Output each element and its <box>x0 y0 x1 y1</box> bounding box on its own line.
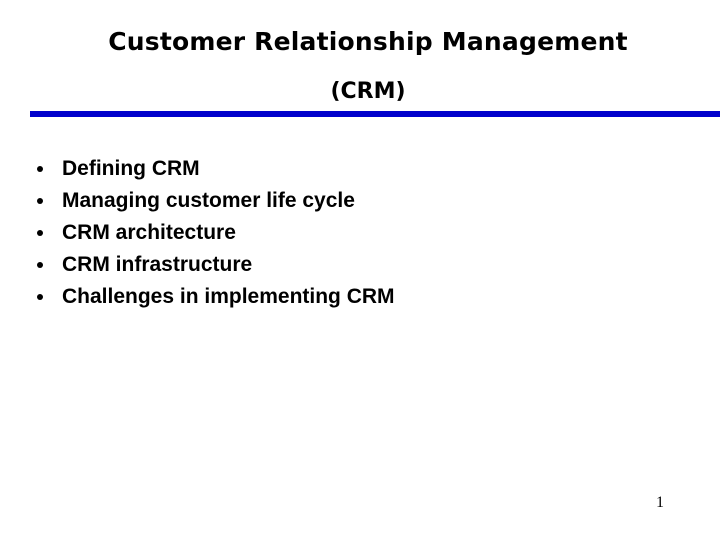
page-subtitle: (CRM) <box>330 79 406 104</box>
list-item: CRM architecture <box>34 217 694 249</box>
title-divider-rule <box>30 111 720 117</box>
bullet-dot-icon <box>37 230 43 236</box>
list-item: Defining CRM <box>34 153 694 185</box>
list-item: CRM infrastructure <box>34 249 694 281</box>
title-block: Customer Relationship Management (CRM) <box>30 26 706 107</box>
page-title: Customer Relationship Management <box>108 27 628 56</box>
page-number: 1 <box>656 494 664 511</box>
bullet-dot-icon <box>37 166 43 172</box>
list-item: Managing customer life cycle <box>34 185 694 217</box>
list-item-label: CRM infrastructure <box>62 253 253 276</box>
bullet-dot-icon <box>37 262 43 268</box>
list-item: Challenges in implementing CRM <box>34 281 694 313</box>
list-item-label: CRM architecture <box>62 221 236 244</box>
agenda-bullet-list: Defining CRM Managing customer life cycl… <box>34 153 694 313</box>
list-item-label: Challenges in implementing CRM <box>62 285 395 308</box>
list-item-label: Defining CRM <box>62 157 200 180</box>
list-item-label: Managing customer life cycle <box>62 189 355 212</box>
bullet-dot-icon <box>37 198 43 204</box>
bullet-dot-icon <box>37 294 43 300</box>
